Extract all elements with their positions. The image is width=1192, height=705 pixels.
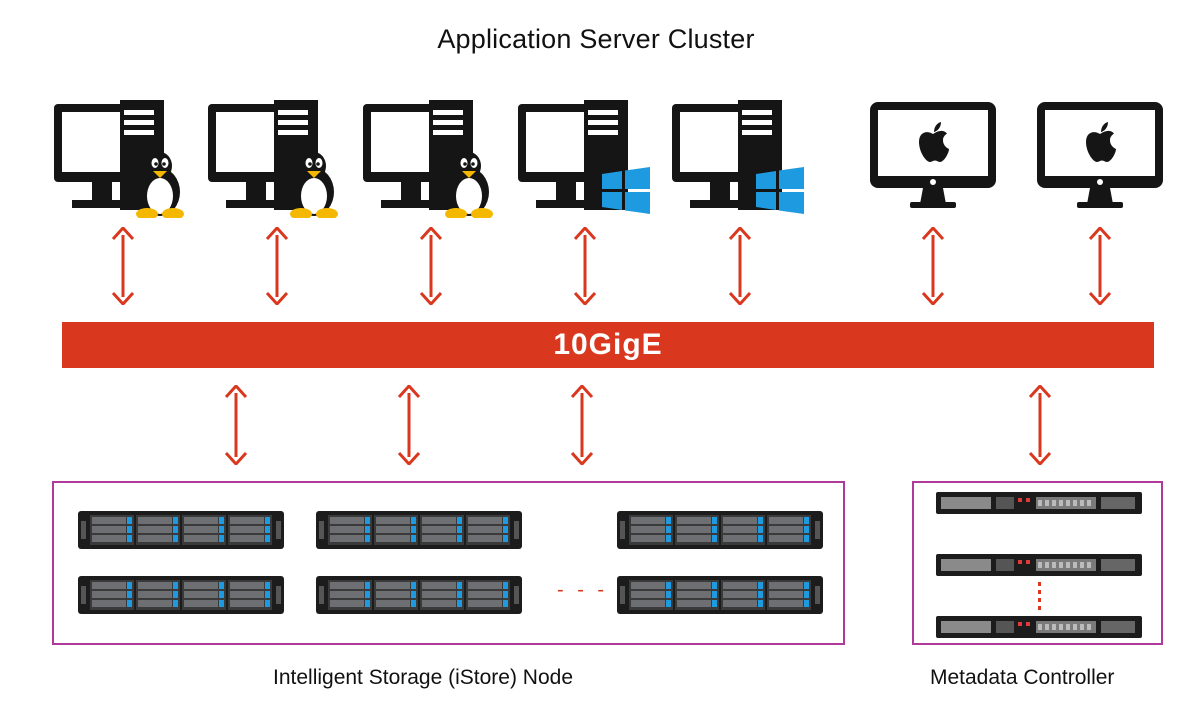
metadata-ellipsis xyxy=(1038,582,1041,612)
tux-icon xyxy=(136,152,184,218)
storage-server-unit xyxy=(617,511,823,549)
windows-icon xyxy=(756,167,804,214)
storage-server-unit xyxy=(316,576,522,614)
workstation-linux xyxy=(54,100,184,218)
workstation-linux xyxy=(208,100,338,218)
client-link-arrow xyxy=(728,227,752,305)
storage-ellipsis: - - - xyxy=(557,579,609,601)
diagram-title: Application Server Cluster xyxy=(437,24,755,54)
storage-link-arrow xyxy=(397,385,421,465)
metadata-caption: Metadata Controller xyxy=(930,666,1115,689)
metadata-link-arrow xyxy=(1028,385,1052,465)
storage-server-unit xyxy=(617,576,823,614)
metadata-controller-box xyxy=(912,481,1163,645)
workstation-windows xyxy=(518,100,650,214)
client-link-arrow xyxy=(1088,227,1112,305)
apple-icon xyxy=(919,122,949,162)
tux-icon xyxy=(445,152,493,218)
windows-icon xyxy=(602,167,650,214)
metadata-server-unit xyxy=(936,492,1142,514)
imac-workstation xyxy=(1037,102,1163,208)
client-link-arrow xyxy=(265,227,289,305)
metadata-server-unit xyxy=(936,554,1142,576)
client-link-arrow xyxy=(921,227,945,305)
network-bus: 10GigE xyxy=(62,322,1154,368)
workstation-linux xyxy=(363,100,493,218)
storage-server-unit xyxy=(78,576,284,614)
client-link-arrow xyxy=(419,227,443,305)
tux-icon xyxy=(290,152,338,218)
storage-caption: Intelligent Storage (iStore) Node xyxy=(273,666,573,689)
storage-link-arrow xyxy=(224,385,248,465)
workstation-windows xyxy=(672,100,804,214)
network-label: 10GigE xyxy=(553,328,663,361)
storage-server-unit xyxy=(316,511,522,549)
apple-icon xyxy=(1086,122,1116,162)
client-link-arrow xyxy=(573,227,597,305)
storage-node-box: - - - xyxy=(52,481,845,645)
metadata-server-unit xyxy=(936,616,1142,638)
imac-workstation xyxy=(870,102,996,208)
storage-link-arrow xyxy=(570,385,594,465)
client-link-arrow xyxy=(111,227,135,305)
storage-server-unit xyxy=(78,511,284,549)
